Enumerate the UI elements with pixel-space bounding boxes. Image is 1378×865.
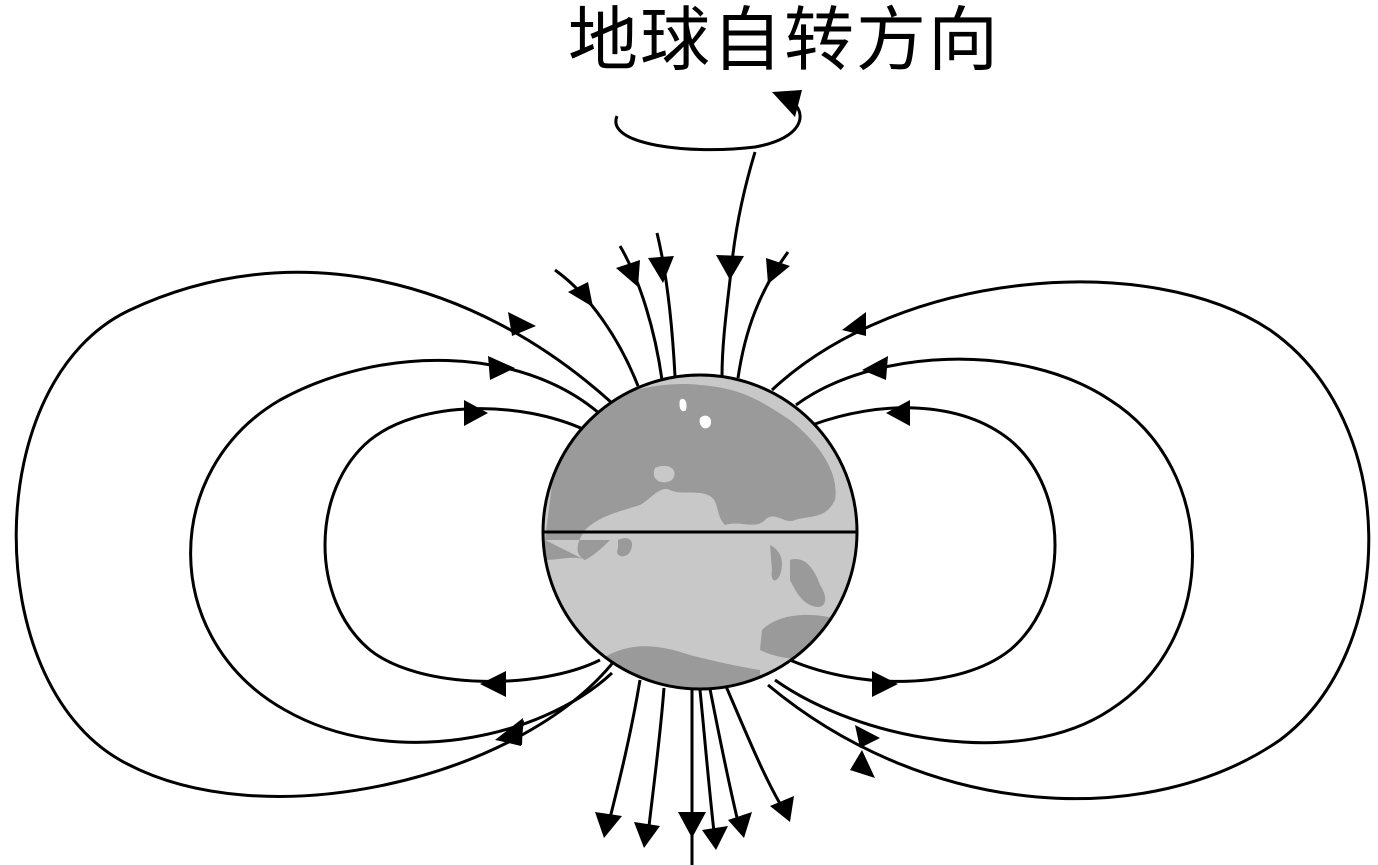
arrow-right-middle-bottom (855, 725, 880, 748)
field-loop-left-inner (323, 400, 601, 697)
arrow-left-outer-top (508, 312, 536, 336)
arrow-right-inner-bottom (872, 671, 898, 697)
arrow-left-middle-top (488, 356, 515, 380)
arrow-right-middle-top (862, 356, 888, 380)
earth-globe (541, 373, 859, 691)
continents (545, 384, 847, 689)
field-loop-left-middle (189, 356, 614, 745)
arrow-right-outer-top (842, 312, 866, 336)
arrow-left-middle-bottom (495, 718, 523, 745)
field-loop-left-outer (14, 270, 617, 798)
rotation-direction-label: 地球自转方向 (568, 0, 1000, 81)
arrow-left-inner-bottom (480, 671, 506, 697)
arrow-right-outer-bottom (850, 750, 875, 778)
arrow-left-inner-top (464, 400, 488, 426)
field-lines-north (554, 232, 790, 387)
field-lines-south (595, 679, 794, 865)
field-loop-right-inner (789, 400, 1057, 697)
arrow-right-inner-top (886, 400, 910, 426)
rotation-arrow (614, 90, 802, 263)
field-loop-right-outer (767, 280, 1371, 801)
field-loop-right-middle (774, 356, 1194, 748)
